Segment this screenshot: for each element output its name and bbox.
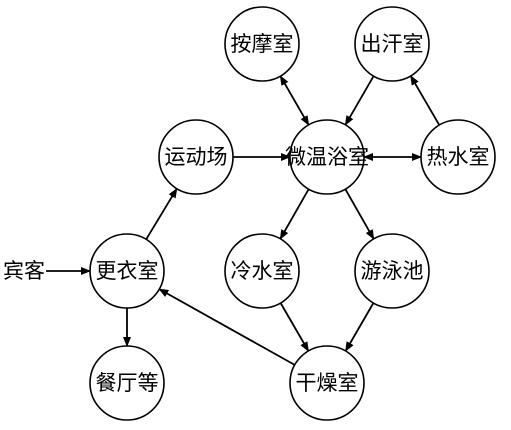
node-label-drying-room: 干燥室 — [296, 371, 359, 395]
node-restaurant: 餐厅等 — [89, 345, 165, 421]
node-sports-field: 运动场 — [158, 119, 234, 195]
edge-warm-bath-to-swimming-pool — [344, 188, 375, 240]
node-drying-room: 干燥室 — [289, 345, 365, 421]
edge-warm-bath-to-cold-water-room — [279, 188, 310, 240]
edge-cold-water-room-to-drying-room — [279, 302, 310, 352]
node-label-sweat-room: 出汗室 — [361, 32, 424, 56]
edge-hot-water-room-to-sweat-room — [409, 75, 441, 126]
node-label-warm-bath: 微温浴室 — [285, 145, 369, 169]
edge-swimming-pool-to-drying-room — [344, 302, 375, 352]
node-hot-water-room: 热水室 — [420, 119, 496, 195]
edge-changing-room-to-sports-field — [145, 187, 178, 240]
node-guest: 宾客 — [3, 259, 45, 283]
node-label-hot-water-room: 热水室 — [427, 145, 490, 169]
node-label-swimming-pool: 游泳池 — [361, 259, 424, 283]
node-changing-room: 更衣室 — [89, 233, 165, 309]
node-label-massage-room: 按摩室 — [231, 32, 294, 56]
node-label-restaurant: 餐厅等 — [96, 371, 159, 395]
node-cold-water-room: 冷水室 — [224, 233, 300, 309]
edge-sweat-room-to-warm-bath — [344, 75, 375, 126]
node-swimming-pool: 游泳池 — [354, 233, 430, 309]
node-label-sports-field: 运动场 — [165, 145, 228, 169]
edge-massage-room-to-warm-bath — [279, 75, 310, 126]
edge-drying-room-to-changing-room — [158, 288, 296, 366]
node-label-cold-water-room: 冷水室 — [231, 259, 294, 283]
node-label-guest: 宾客 — [3, 259, 45, 283]
node-warm-bath: 微温浴室 — [285, 119, 369, 195]
node-massage-room: 按摩室 — [224, 6, 300, 82]
node-sweat-room: 出汗室 — [354, 6, 430, 82]
edges-layer — [46, 75, 441, 366]
node-label-changing-room: 更衣室 — [96, 259, 159, 283]
